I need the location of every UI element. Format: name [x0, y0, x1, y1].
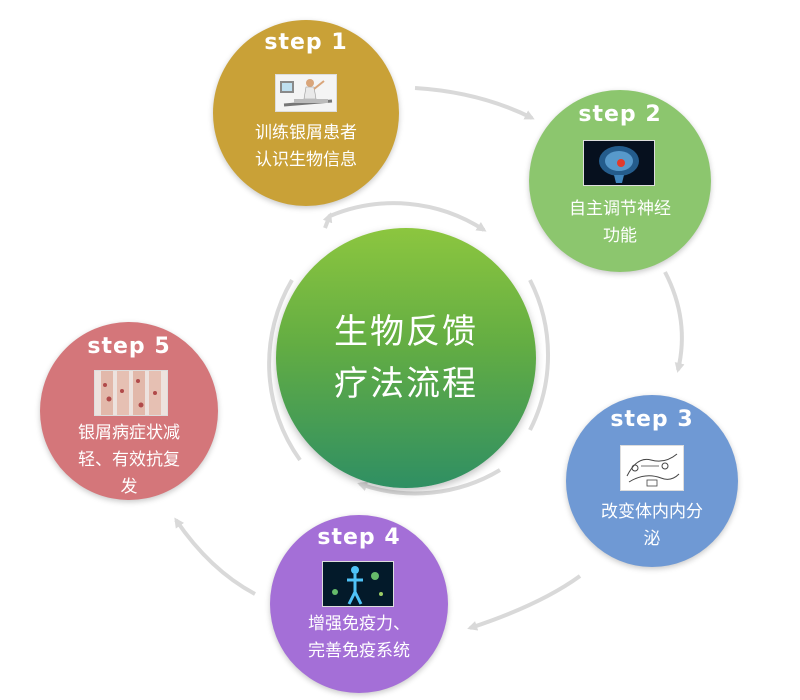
- center-title-line2: 疗法流程: [334, 364, 478, 404]
- inner-arrow-top: [329, 201, 487, 232]
- step1-desc-line1: 训练银屑患者: [255, 123, 357, 143]
- step2-desc-line1: 自主调节神经: [569, 199, 671, 219]
- inner-arrow-right: [528, 279, 550, 431]
- step3-desc-line2: 泌: [643, 529, 661, 549]
- step3-description: 改变体内内分 泌: [576, 499, 728, 553]
- center-title-line1: 生物反馈: [334, 312, 478, 352]
- step3-desc-line1: 改变体内内分: [601, 502, 703, 522]
- step2-image: [583, 140, 655, 186]
- step4-image: [322, 561, 394, 607]
- brain-scan-icon: [584, 141, 654, 185]
- step4-circle: step 4 增强免疫力、 完善免疫系统: [270, 515, 448, 693]
- inner-arrow-left: [267, 278, 302, 462]
- step3-circle: step 3 改变体内内分 泌: [566, 395, 738, 567]
- step4-label: step 4: [317, 525, 401, 550]
- step1-image: [275, 74, 337, 112]
- step5-circle: step 5 银屑病症状减 轻、有效抗复 发: [40, 322, 218, 500]
- step5-label: step 5: [87, 334, 171, 359]
- step1-label: step 1: [264, 30, 348, 55]
- psoriasis-legs-icon: [95, 371, 167, 415]
- patient-device-icon: [276, 75, 336, 111]
- arrow-step2-to-step3: [663, 271, 685, 373]
- step2-circle: step 2 自主调节神经 功能: [529, 90, 711, 272]
- step5-image: [94, 370, 168, 416]
- step3-label: step 3: [610, 407, 694, 432]
- center-circle: 生物反馈 疗法流程: [276, 228, 536, 488]
- step4-desc-line1: 增强免疫力、: [308, 614, 410, 634]
- xray-body-icon: [323, 562, 393, 606]
- arrow-step3-to-step4: [467, 574, 582, 631]
- step2-label: step 2: [578, 102, 662, 127]
- step1-desc-line2: 认识生物信息: [255, 150, 357, 170]
- step2-description: 自主调节神经 功能: [539, 196, 701, 250]
- step2-desc-line2: 功能: [603, 226, 637, 246]
- step4-description: 增强免疫力、 完善免疫系统: [280, 611, 438, 665]
- step3-image: [620, 445, 684, 491]
- inner-arrow-bottom: [357, 468, 502, 496]
- step1-circle: step 1 训练银屑患者 认识生物信息: [213, 20, 399, 206]
- arrow-step1-to-step2: [414, 86, 535, 120]
- step5-desc-line3: 发: [120, 477, 138, 497]
- step1-description: 训练银屑患者 认识生物信息: [223, 120, 389, 174]
- step4-desc-line2: 完善免疫系统: [308, 641, 410, 661]
- step5-desc-line2: 轻、有效抗复: [78, 450, 180, 470]
- step5-description: 银屑病症状减 轻、有效抗复 发: [50, 420, 208, 501]
- endocrine-diagram-icon: [621, 446, 683, 490]
- arrow-center-to-step1: [322, 212, 333, 229]
- step5-desc-line1: 银屑病症状减: [78, 423, 180, 443]
- arrow-step4-to-step5: [174, 517, 256, 596]
